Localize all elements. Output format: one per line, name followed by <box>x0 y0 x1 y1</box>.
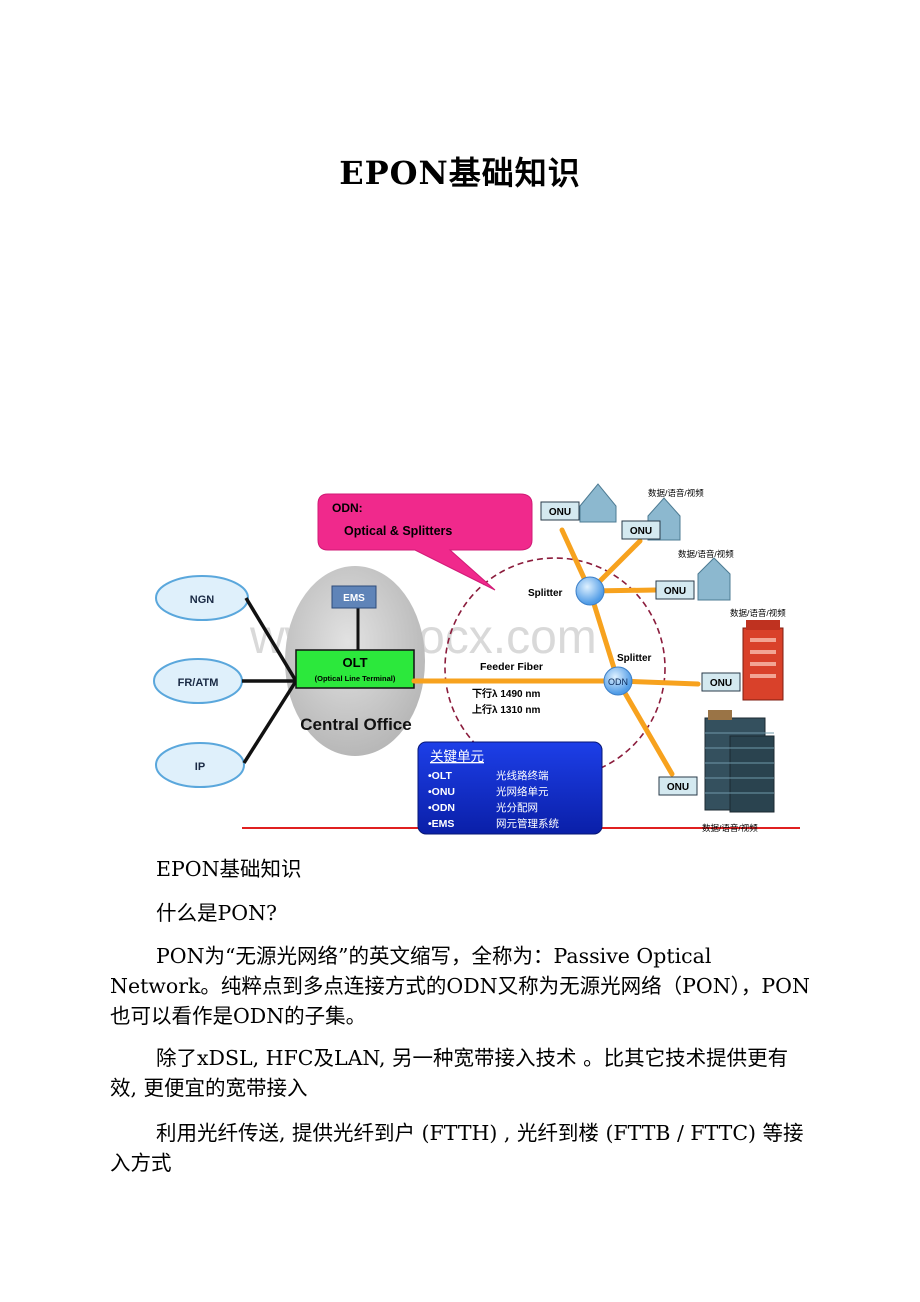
cloud-fratm: FR/ATM <box>153 658 243 704</box>
paragraph-heading: EPON基础知识 <box>156 857 302 881</box>
olt-label: OLT <box>342 655 367 670</box>
epon-network-diagram: www.bdocx.com NGN FR/ATM IP EMS OLT (Opt… <box>153 483 800 835</box>
cloud-label: IP <box>195 761 205 773</box>
svg-text:ONU: ONU <box>549 507 571 518</box>
svg-text:ODN:: ODN: <box>332 501 363 515</box>
odn-node-label: ODN <box>608 677 628 687</box>
svg-text:Optical & Splitters: Optical & Splitters <box>344 524 452 538</box>
paragraph-access-modes: 利用光纤传送, 提供光纤到户 (FTTH) , 光纤到楼 (FTTB / FTT… <box>110 1121 804 1175</box>
cloud-ip: IP <box>155 742 245 788</box>
olt-sub: (Optical Line Terminal) <box>315 674 396 683</box>
svg-text:•OLT: •OLT <box>428 770 452 782</box>
odn-splitter-node <box>603 666 633 696</box>
svg-text:ONU: ONU <box>664 586 686 597</box>
upstream-wavelength: 上行λ 1310 nm <box>472 703 540 716</box>
svg-text:光网络单元: 光网络单元 <box>496 785 549 798</box>
cloud-label: FR/ATM <box>178 677 219 689</box>
service-label: 数据/语音/视频 <box>648 488 704 498</box>
svg-text:光分配网: 光分配网 <box>496 801 538 814</box>
paragraph-definition: PON为“无源光网络”的英文缩写，全称为：Passive Optical Net… <box>110 944 810 1028</box>
olt-box: OLT (Optical Line Terminal) <box>295 649 415 689</box>
onu-box: ONU <box>658 776 698 796</box>
odn-callout: ODN: Optical & Splitters <box>317 493 533 591</box>
paragraph-advantage: 除了xDSL, HFC及LAN, 另一种宽带接入技术 。比其它技术提供更有效, … <box>110 1046 789 1100</box>
key-units-panel: 关键单元 •OLT 光线路终端 •ONU 光网络单元 •ODN 光分配网 •EM… <box>417 741 603 835</box>
cloud-label: NGN <box>190 594 215 606</box>
svg-text:•EMS: •EMS <box>428 818 454 830</box>
svg-text:•ODN: •ODN <box>428 802 455 814</box>
service-label: 数据/语音/视频 <box>678 549 734 559</box>
onu-box: ONU <box>655 580 695 600</box>
onu-box: ONU <box>540 501 580 521</box>
cloud-ngn: NGN <box>155 575 249 621</box>
document-title: EPON基础知识 <box>339 154 581 192</box>
onu-box: ONU <box>621 520 661 540</box>
central-office-label: Central Office <box>300 715 411 734</box>
svg-text:光线路终端: 光线路终端 <box>496 769 549 782</box>
house-icon <box>579 483 731 601</box>
svg-text:网元管理系统: 网元管理系统 <box>496 817 559 830</box>
splitter-label: Splitter <box>528 588 563 599</box>
paragraph-question: 什么是PON? <box>156 901 278 925</box>
ems-box: EMS <box>331 585 377 609</box>
svg-text:•ONU: •ONU <box>428 786 455 798</box>
office-building-icon <box>704 710 775 813</box>
service-label: 数据/语音/视频 <box>702 823 758 833</box>
svg-text:ONU: ONU <box>630 526 652 537</box>
svg-text:ONU: ONU <box>710 678 732 689</box>
key-units-title: 关键单元 <box>430 749 484 764</box>
feeder-fiber-label: Feeder Fiber <box>480 661 543 673</box>
service-label: 数据/语音/视频 <box>730 608 786 618</box>
svg-text:ONU: ONU <box>667 782 689 793</box>
svg-text:EMS: EMS <box>343 593 365 604</box>
onu-box: ONU <box>701 672 741 692</box>
splitter-label: Splitter <box>617 653 652 664</box>
downstream-wavelength: 下行λ 1490 nm <box>472 687 540 700</box>
building-icon <box>742 620 784 701</box>
splitter-node-upper <box>575 576 605 606</box>
cloud-links <box>242 597 298 764</box>
